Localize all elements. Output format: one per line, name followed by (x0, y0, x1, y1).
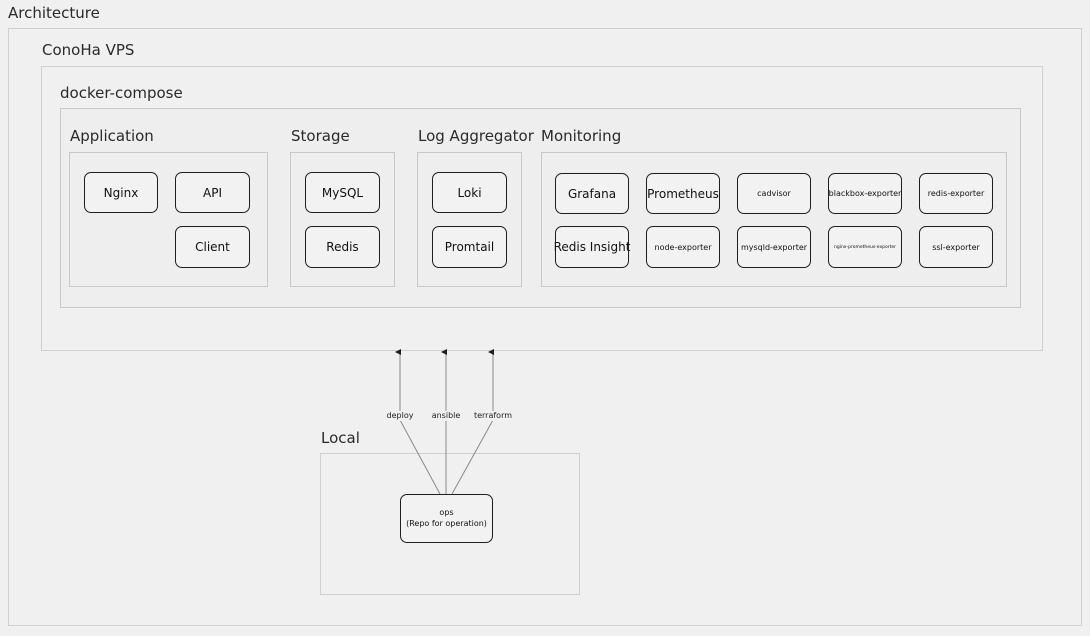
ops-node-title: ops (439, 508, 454, 518)
local-title: Local (321, 429, 360, 447)
redis-exporter-node[interactable]: redis-exporter (919, 173, 993, 214)
redis-node[interactable]: Redis (305, 226, 380, 268)
edge-label-deploy: deploy (385, 411, 415, 421)
nginx-node[interactable]: Nginx (84, 172, 158, 213)
mysql-node[interactable]: MySQL (305, 172, 380, 213)
client-node[interactable]: Client (175, 226, 250, 268)
application-group-title: Application (70, 127, 154, 145)
grafana-node[interactable]: Grafana (555, 173, 629, 214)
storage-group-title: Storage (291, 127, 350, 145)
nginx-prometheus-exporter-node[interactable]: nginx-prometheus-exporter (828, 226, 902, 268)
ops-node[interactable]: ops (Repo for operation) (400, 494, 493, 543)
conoha-vps-title: ConoHa VPS (42, 41, 135, 59)
edge-label-ansible: ansible (430, 411, 462, 421)
ops-node-subtitle: (Repo for operation) (406, 518, 487, 528)
mysqld-exporter-node[interactable]: mysqld-exporter (737, 226, 811, 268)
loki-node[interactable]: Loki (432, 172, 507, 213)
api-node[interactable]: API (175, 172, 250, 213)
blackbox-exporter-node[interactable]: blackbox-exporter (828, 173, 902, 214)
cadvisor-node[interactable]: cadvisor (737, 173, 811, 214)
edge-label-terraform: terraform (472, 411, 514, 421)
log-aggregator-group-title: Log Aggregator (418, 127, 534, 145)
ssl-exporter-node[interactable]: ssl-exporter (919, 226, 993, 268)
prometheus-node[interactable]: Prometheus (646, 173, 720, 214)
redis-insight-node[interactable]: Redis Insight (554, 226, 630, 268)
local-frame (320, 453, 580, 595)
architecture-title: Architecture (8, 4, 100, 22)
monitoring-group-title: Monitoring (541, 127, 622, 145)
node-exporter-node[interactable]: node-exporter (646, 226, 720, 268)
docker-compose-title: docker-compose (60, 84, 183, 102)
promtail-node[interactable]: Promtail (432, 226, 507, 268)
